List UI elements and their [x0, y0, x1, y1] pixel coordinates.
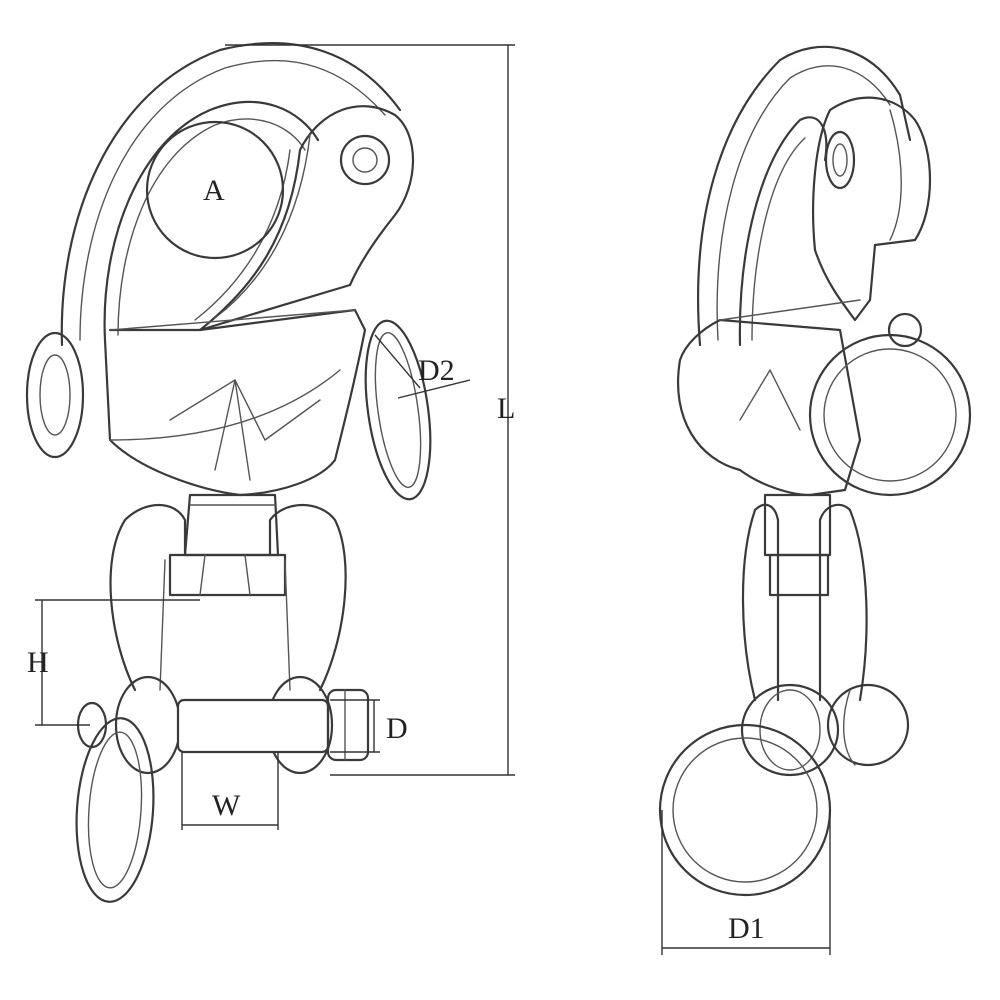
- side-body-band: [719, 299, 861, 321]
- side-d1-ring-outer: [658, 723, 832, 897]
- front-body-band-top: [109, 309, 356, 331]
- front-fork: [109, 503, 347, 692]
- front-left-lug-outer: [25, 331, 85, 459]
- side-d2-ring-inner: [823, 348, 957, 482]
- front-fork-inner-right: [284, 559, 291, 691]
- front-latch-arm-inner: [194, 149, 291, 321]
- side-fork-right: [818, 503, 868, 702]
- side-latch: [812, 96, 932, 322]
- front-latch-pivot-outer: [339, 134, 391, 186]
- side-view: [658, 45, 972, 897]
- front-latch-arm: [198, 105, 415, 332]
- front-pin-ring-inner: [87, 731, 143, 889]
- label-d2: D2: [418, 354, 455, 387]
- front-fork-ear-left: [114, 675, 182, 775]
- labels: A D2 L H D W D1: [27, 174, 765, 945]
- side-d2-ring-outer: [808, 333, 972, 497]
- side-hex-nut: [768, 553, 830, 597]
- front-pin: [176, 698, 330, 754]
- side-jaw-inner-edge: [751, 137, 806, 341]
- front-pin-ring-outer: [75, 717, 155, 903]
- label-d1: D1: [728, 912, 765, 945]
- side-body: [677, 318, 862, 497]
- side-latch-pivot: [824, 130, 856, 190]
- side-d1-ring-inner: [672, 737, 818, 883]
- front-view: [25, 42, 432, 903]
- side-pin-head: [826, 683, 910, 767]
- front-hex-nut-face-1: [199, 554, 206, 596]
- front-pin-head: [326, 688, 370, 762]
- dimensions: [35, 44, 831, 955]
- front-body: [103, 308, 367, 497]
- front-latch-arm-inner2: [214, 134, 311, 319]
- side-knob-top: [887, 312, 923, 348]
- front-latch-pivot-inner: [352, 147, 378, 173]
- front-jaw-inner: [103, 100, 320, 342]
- side-body-facet: [739, 369, 801, 431]
- label-h: H: [27, 646, 49, 679]
- side-fork-left: [741, 503, 780, 702]
- front-opening-circle: [145, 120, 285, 260]
- label-l: L: [497, 392, 515, 425]
- front-jaw-outer: [60, 42, 402, 347]
- front-jaw-outer-inner-edge: [79, 59, 386, 341]
- front-d2-ring-inner: [374, 332, 422, 488]
- front-body-facet-right: [264, 399, 321, 441]
- dim-d2-leader-2: [397, 379, 471, 399]
- label-w: W: [212, 789, 241, 822]
- front-hex-nut-face-2: [244, 554, 251, 596]
- label-d: D: [386, 712, 408, 745]
- side-swivel-collar: [763, 493, 832, 557]
- front-fork-inner-left: [159, 559, 166, 691]
- side-jaw-outer: [697, 45, 912, 347]
- front-hex-nut: [168, 553, 287, 597]
- front-left-lug-inner: [39, 354, 71, 436]
- front-swivel-collar: [183, 493, 280, 557]
- side-pin-head-edge: [842, 689, 856, 766]
- front-body-facet-left: [169, 379, 266, 441]
- side-fork-bottom-inner: [759, 689, 821, 771]
- label-a: A: [203, 174, 225, 207]
- front-d2-ring-outer: [364, 319, 432, 501]
- front-jaw-inner-edge: [117, 118, 306, 336]
- front-body-facet-center: [214, 379, 251, 481]
- side-fork-bottom: [740, 683, 840, 777]
- front-body-band-bottom: [109, 369, 341, 441]
- side-latch-edge: [889, 109, 902, 241]
- dim-d2-leader-1: [374, 334, 421, 389]
- side-latch-pivot-inner: [832, 143, 848, 177]
- side-jaw-outer-edge: [716, 65, 891, 341]
